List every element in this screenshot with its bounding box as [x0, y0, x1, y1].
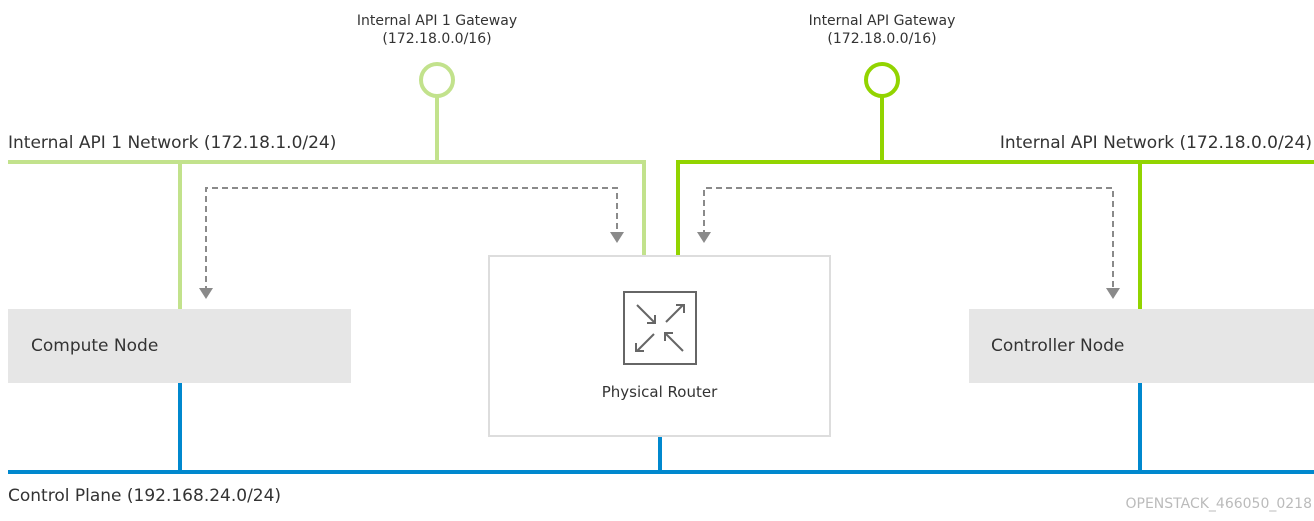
- router-left-arrowhead: [610, 232, 624, 243]
- gateway-2-name: Internal API Gateway: [808, 13, 956, 29]
- router-label: Physical Router: [601, 383, 718, 401]
- gateway-2-cidr: (172.18.0.0/16): [827, 31, 937, 47]
- router-controller-dashed-path: [703, 187, 1114, 292]
- compute-arrowhead: [199, 288, 213, 299]
- gateway-1-icon: [419, 62, 455, 98]
- compute-node-label: Compute Node: [31, 336, 159, 356]
- gateway-1-label: Internal API 1 Gateway (172.18.0.0/16): [317, 12, 557, 48]
- control-plane-label: Control Plane (192.168.24.0/24): [8, 486, 282, 506]
- gateway-1-cidr: (172.18.0.0/16): [382, 31, 492, 47]
- gateway-1-name: Internal API 1 Gateway: [356, 13, 518, 29]
- controller-node: [969, 309, 1314, 383]
- router-right-arrowhead: [697, 232, 711, 243]
- compute-router-dashed-path: [205, 187, 618, 292]
- figure-id: OPENSTACK_466050_0218: [1125, 496, 1313, 512]
- controller-arrowhead: [1106, 288, 1120, 299]
- compute-node: [8, 309, 351, 383]
- gateway-2-icon: [864, 62, 900, 98]
- router-arrows-icon: [623, 291, 697, 365]
- network-2-label: Internal API Network (172.18.0.0/24): [999, 133, 1312, 153]
- controller-node-label: Controller Node: [991, 336, 1125, 356]
- network-1-label: Internal API 1 Network (172.18.1.0/24): [8, 133, 337, 153]
- gateway-2-label: Internal API Gateway (172.18.0.0/16): [762, 12, 1002, 48]
